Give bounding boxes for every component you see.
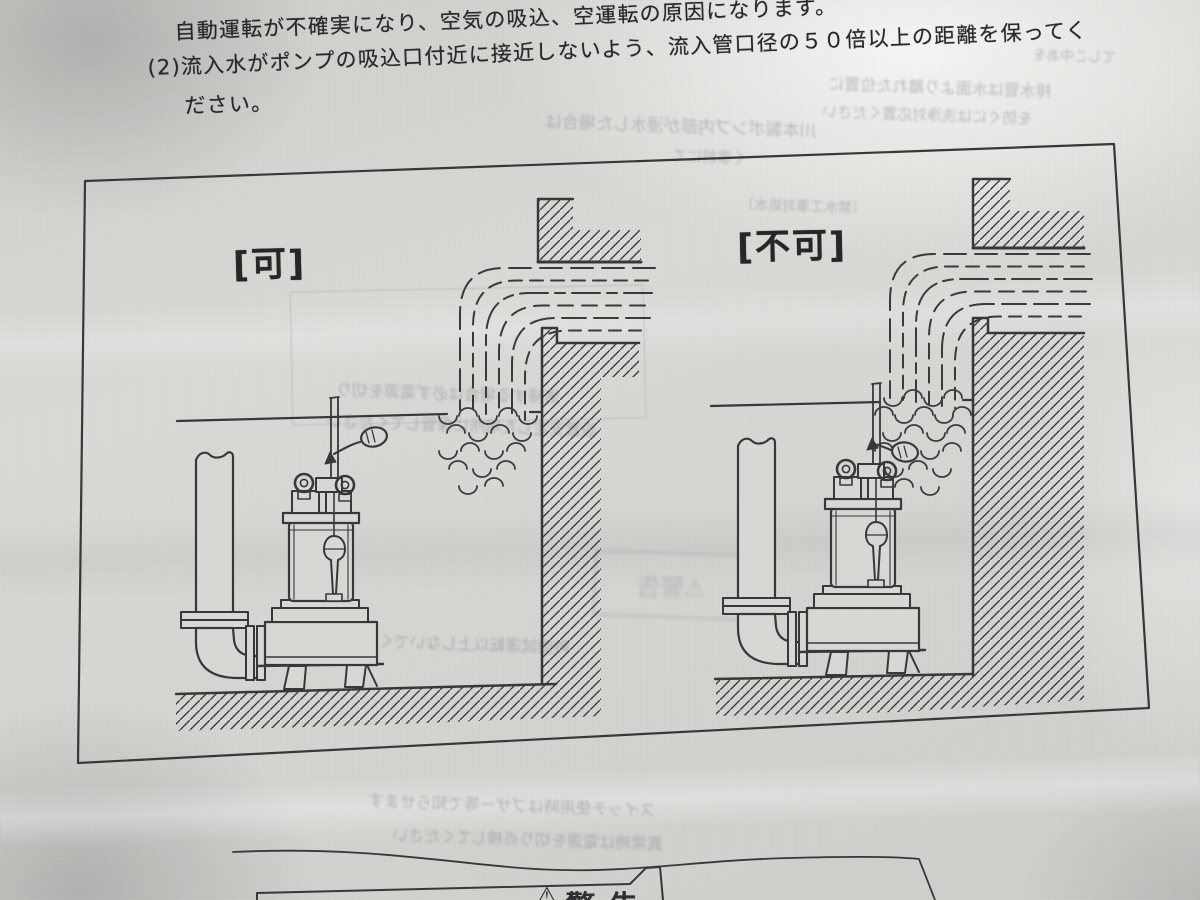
pit-wall-lower bbox=[540, 326, 641, 686]
ok-label: [可] bbox=[232, 243, 307, 287]
water-surface bbox=[709, 398, 975, 408]
diagram-border bbox=[76, 142, 1151, 765]
float-switch bbox=[872, 441, 920, 463]
inflow-wall-upper bbox=[971, 177, 1086, 250]
pump-illustration bbox=[179, 395, 385, 691]
warning-title-partial: ⚠ 警告 bbox=[536, 882, 652, 900]
ng-scene bbox=[709, 177, 1093, 716]
ok-scene bbox=[174, 197, 656, 731]
pit-wall-lower bbox=[971, 316, 1086, 678]
warning-title-text: 警告 bbox=[566, 890, 652, 900]
float-switch bbox=[332, 426, 388, 456]
splash-arcs bbox=[874, 389, 972, 496]
inflow-water-dashes bbox=[459, 267, 656, 421]
warning-box-partial-lines bbox=[232, 849, 936, 900]
pump-illustration bbox=[721, 381, 927, 677]
inflow-water-dashes bbox=[889, 253, 1093, 409]
inflow-wall-upper bbox=[536, 197, 643, 264]
warning-triangle-icon: ⚠ bbox=[536, 882, 558, 900]
splash-arcs bbox=[438, 407, 538, 495]
pit-floor bbox=[713, 672, 1084, 716]
water-surface bbox=[175, 410, 544, 423]
pit-floor bbox=[174, 682, 601, 731]
ng-label: [不可] bbox=[736, 225, 848, 269]
